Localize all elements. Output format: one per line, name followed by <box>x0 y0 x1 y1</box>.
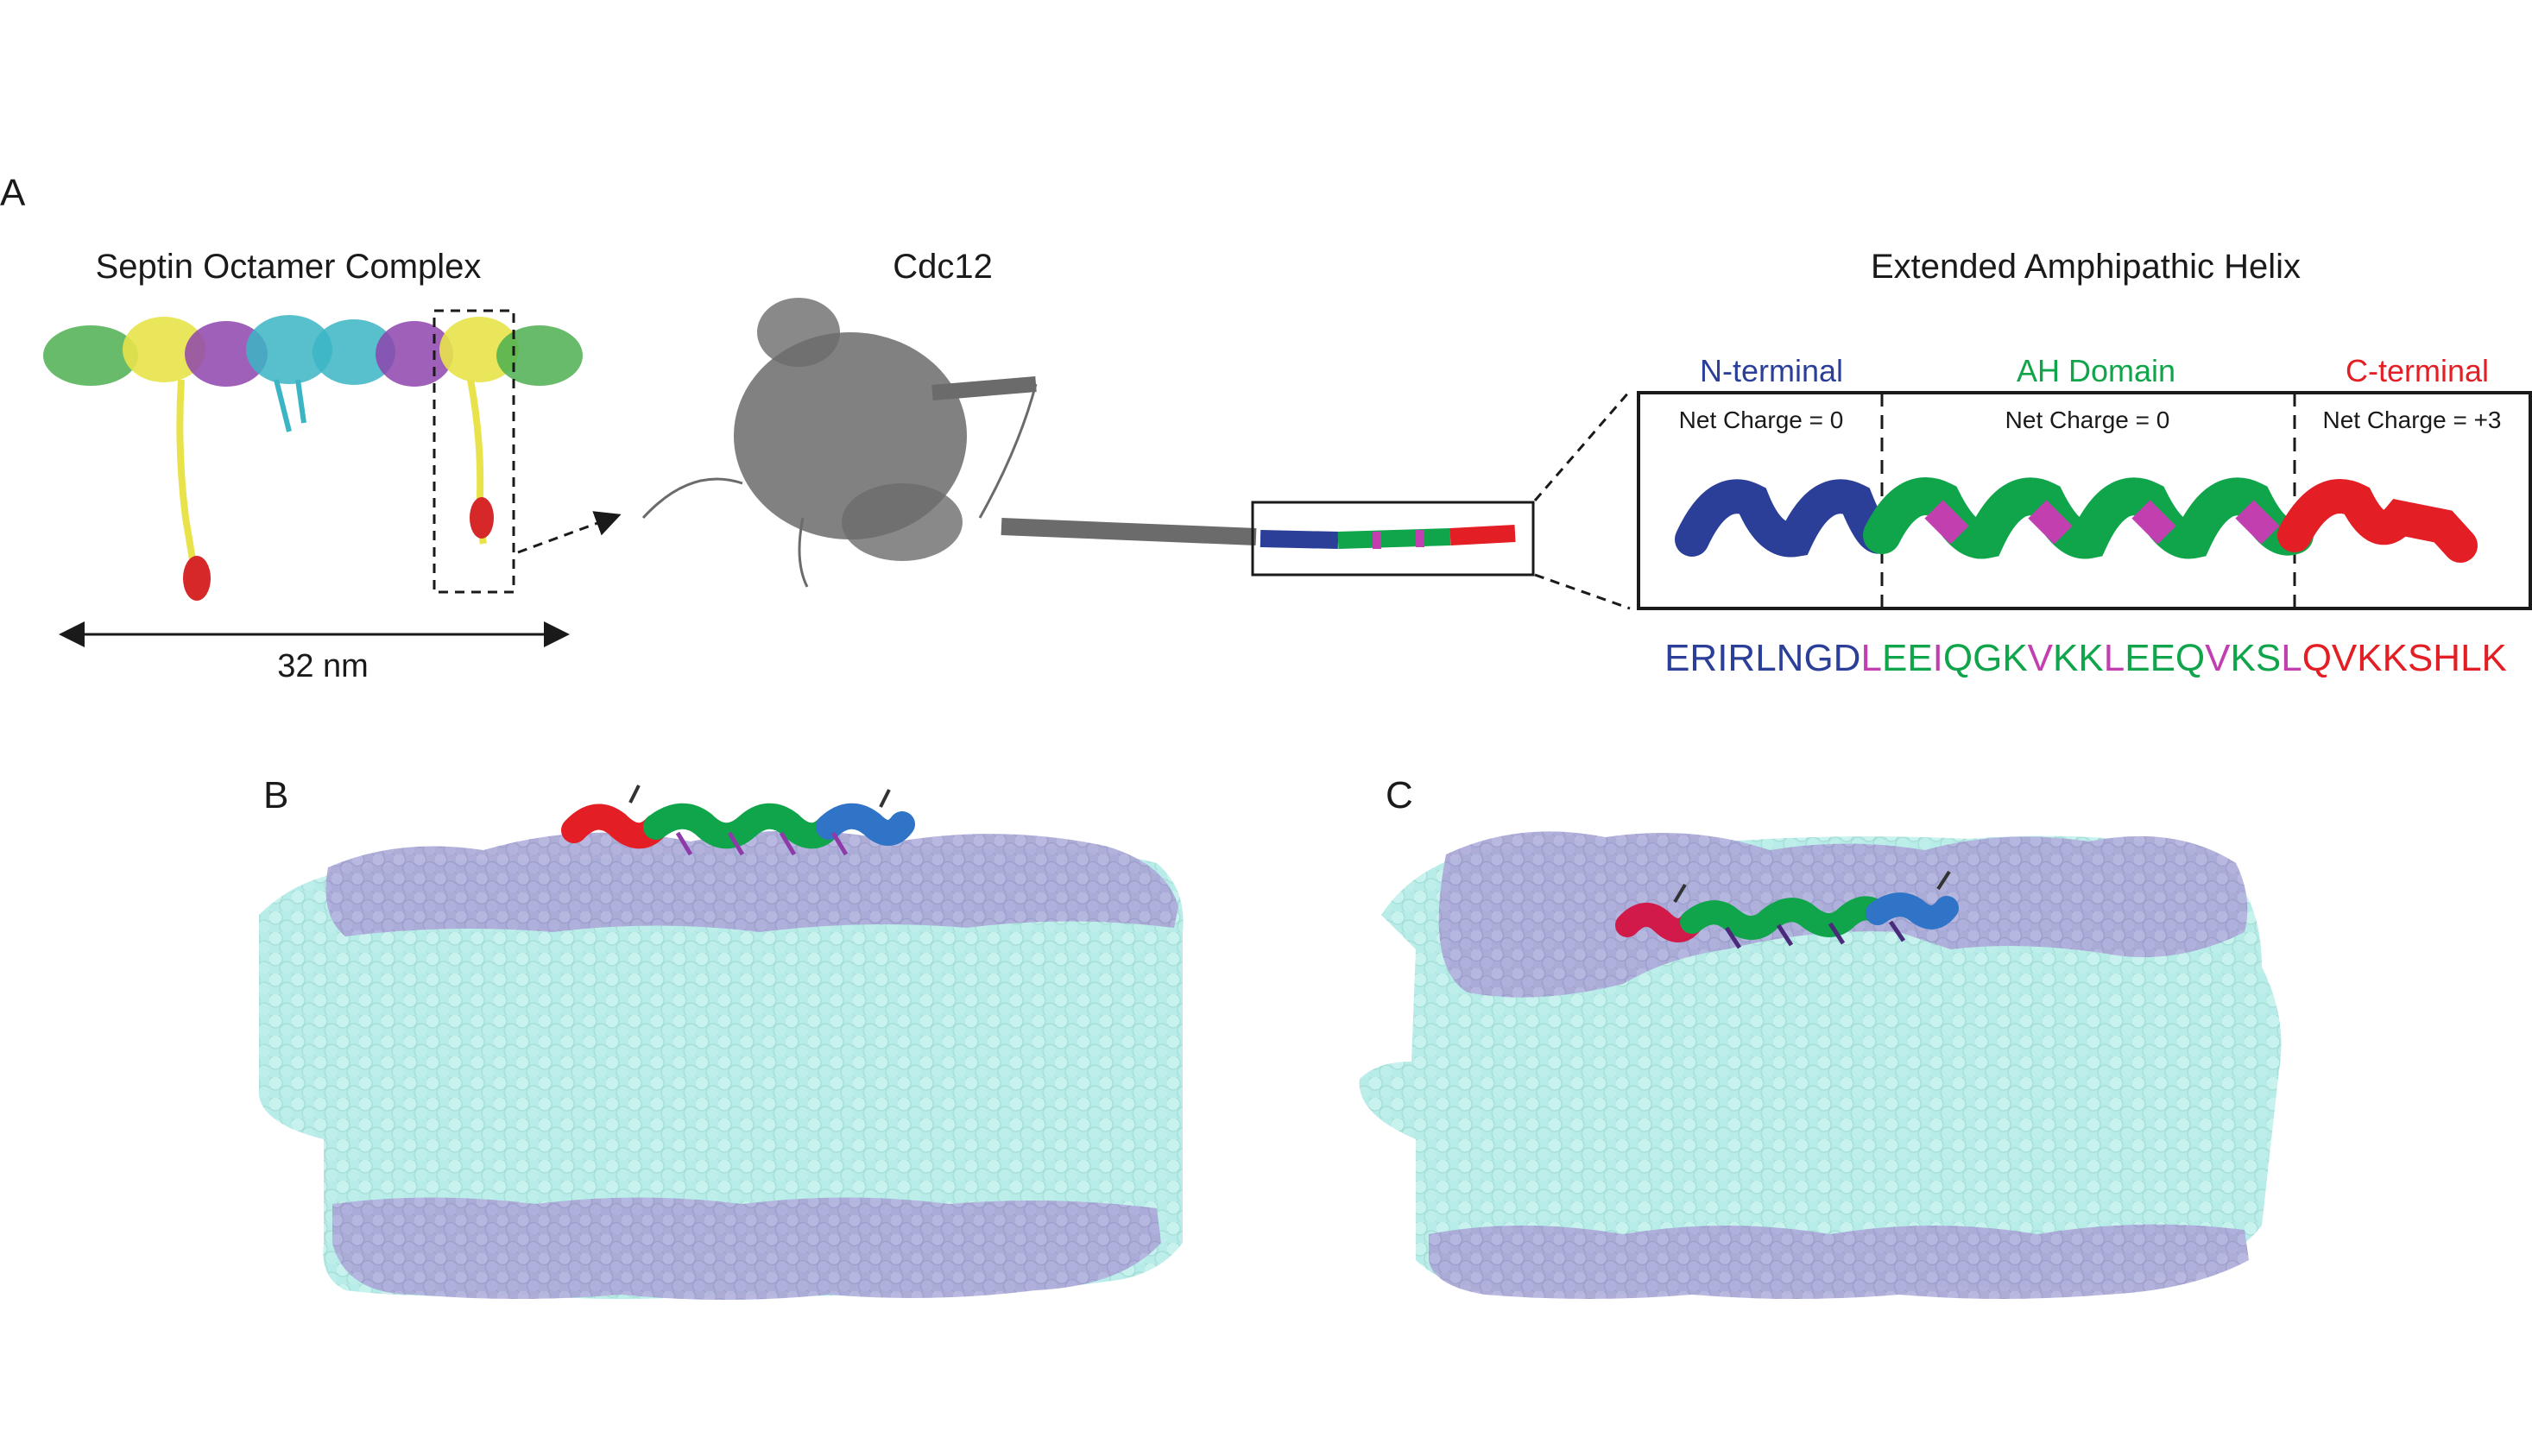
helix-ribbon <box>1675 477 2478 563</box>
zoom-line-top <box>1533 390 1632 501</box>
septin-title: Septin Octamer Complex <box>96 248 482 286</box>
sequence-segment: V <box>2205 637 2231 679</box>
membrane-b <box>258 830 1184 1300</box>
region-c-terminal-name: C-terminal <box>2346 353 2489 388</box>
helix-title: Extended Amphipathic Helix <box>1871 248 2301 286</box>
peptide-c <box>1615 870 1959 949</box>
region-c-terminal-charge: Net Charge = +3 <box>2322 407 2501 433</box>
region-n-terminal-charge: Net Charge = 0 <box>1679 407 1844 433</box>
septin-octamer-structure <box>43 315 583 601</box>
amino-acid-sequence: ERIRLNGDLEEIQGKVKKLEEQVKSLQVKKSHLK <box>1664 637 2507 679</box>
peptide-b <box>561 785 915 856</box>
panel-c-label: C <box>1386 774 1413 816</box>
sequence-segment: EE <box>1882 637 1933 679</box>
sequence-segment: QGK <box>1943 637 2028 679</box>
sequence-segment: KS <box>2231 637 2282 679</box>
helix-detail-box <box>1637 391 2532 610</box>
sequence-segment: EEQ <box>2125 637 2205 679</box>
sequence-segment: KK <box>2053 637 2104 679</box>
region-n-terminal-name: N-terminal <box>1700 353 1843 388</box>
helix-selection-box <box>1251 501 1535 577</box>
sequence-segment: I <box>1933 637 1943 679</box>
zoom-line-bottom <box>1534 573 1631 610</box>
sequence-segment: ERIRLNGD <box>1664 637 1860 679</box>
cdc12-title: Cdc12 <box>893 248 993 286</box>
membrane-c <box>1359 831 2282 1299</box>
region-ah-domain-charge: Net Charge = 0 <box>2005 407 2170 433</box>
region-ah-domain-name: AH Domain <box>2017 353 2175 388</box>
cdc12-structure <box>641 298 1516 588</box>
panel-a-label: A <box>0 172 26 214</box>
sequence-segment: L <box>2104 637 2125 679</box>
sequence-segment: QVKKSHLK <box>2302 637 2507 679</box>
selection-box-dashed <box>433 309 515 594</box>
sequence-segment: L <box>1860 637 1881 679</box>
zoom-arrow <box>517 511 622 554</box>
panel-b-label: B <box>263 774 288 816</box>
sequence-segment: V <box>2028 637 2054 679</box>
sequence-segment: L <box>2281 637 2302 679</box>
scale-bar-label: 32 nm <box>277 648 369 684</box>
